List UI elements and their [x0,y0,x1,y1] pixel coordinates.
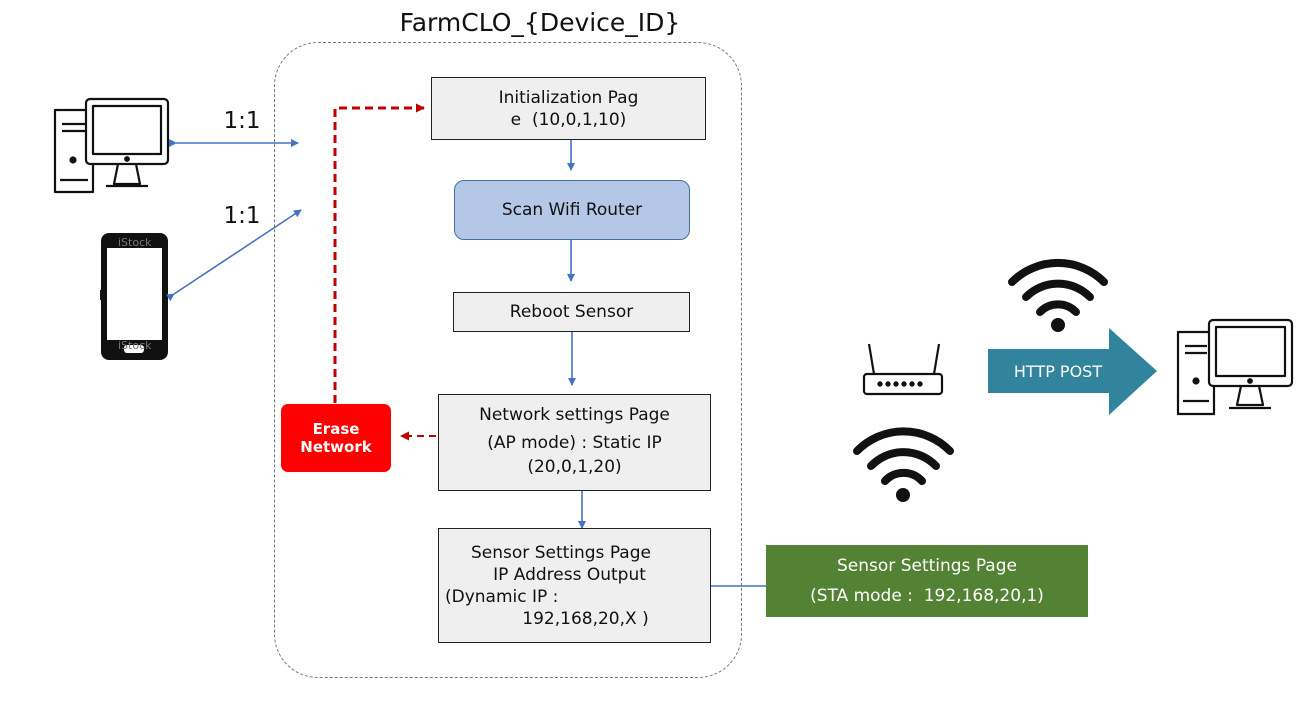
sta-mode-line1: Sensor Settings Page [837,556,1017,576]
sensor-settings-line2: IP Address Output [493,565,646,585]
desktop-computer-icon [1176,318,1294,416]
sensor-settings-line1: Sensor Settings Page [471,543,651,563]
http-post-arrow [988,328,1157,415]
desktop-computer-icon [53,97,170,194]
http-post-label: HTTP POST [1013,362,1103,381]
reboot-sensor-label: Reboot Sensor [509,302,634,322]
device-container [274,42,742,678]
pc-ratio-label: 1:1 [223,108,261,134]
sensor-settings-box: Sensor Settings Page IP Address Output (… [438,528,711,643]
sta-mode-line2: (STA mode : 192,168,20,1) [810,586,1044,606]
router-icon [862,343,944,396]
device-title: FarmCLO_{Device_ID} [399,8,681,37]
sensor-settings-line3: (Dynamic IP : [445,587,559,607]
sta-mode-box: Sensor Settings Page (STA mode : 192,168… [766,545,1088,617]
erase-network-line2: Network [300,438,372,456]
initialization-page-box: Initialization Pag e (10,0,1,10) [431,77,706,140]
reset-arrow [333,103,425,403]
sensor-settings-line4: 192,168,20,X ) [522,609,649,629]
network-settings-box: Network settings Page (AP mode) : Static… [438,394,711,491]
erase-network-box: Erase Network [281,404,391,472]
wifi-icon [853,427,954,502]
smartphone-icon [100,233,168,360]
scan-wifi-label: Scan Wifi Router [501,200,643,220]
network-settings-line2: (AP mode) : Static IP [487,432,662,453]
network-settings-line1: Network settings Page [479,404,670,425]
network-settings-line3: (20,0,1,20) [527,456,622,477]
watermark-text: iStock [118,339,152,352]
scan-wifi-box: Scan Wifi Router [454,180,690,240]
erase-network-line1: Erase [312,420,360,438]
initialization-page-line2: e (10,0,1,10) [510,109,627,130]
phone-ratio-label: 1:1 [223,203,261,229]
phone-link-arrow [165,209,302,302]
watermark-text: iStock [118,236,152,249]
initialization-page-line1: Initialization Pag [498,87,639,108]
reboot-sensor-box: Reboot Sensor [453,292,690,332]
wifi-icon [1008,258,1108,332]
